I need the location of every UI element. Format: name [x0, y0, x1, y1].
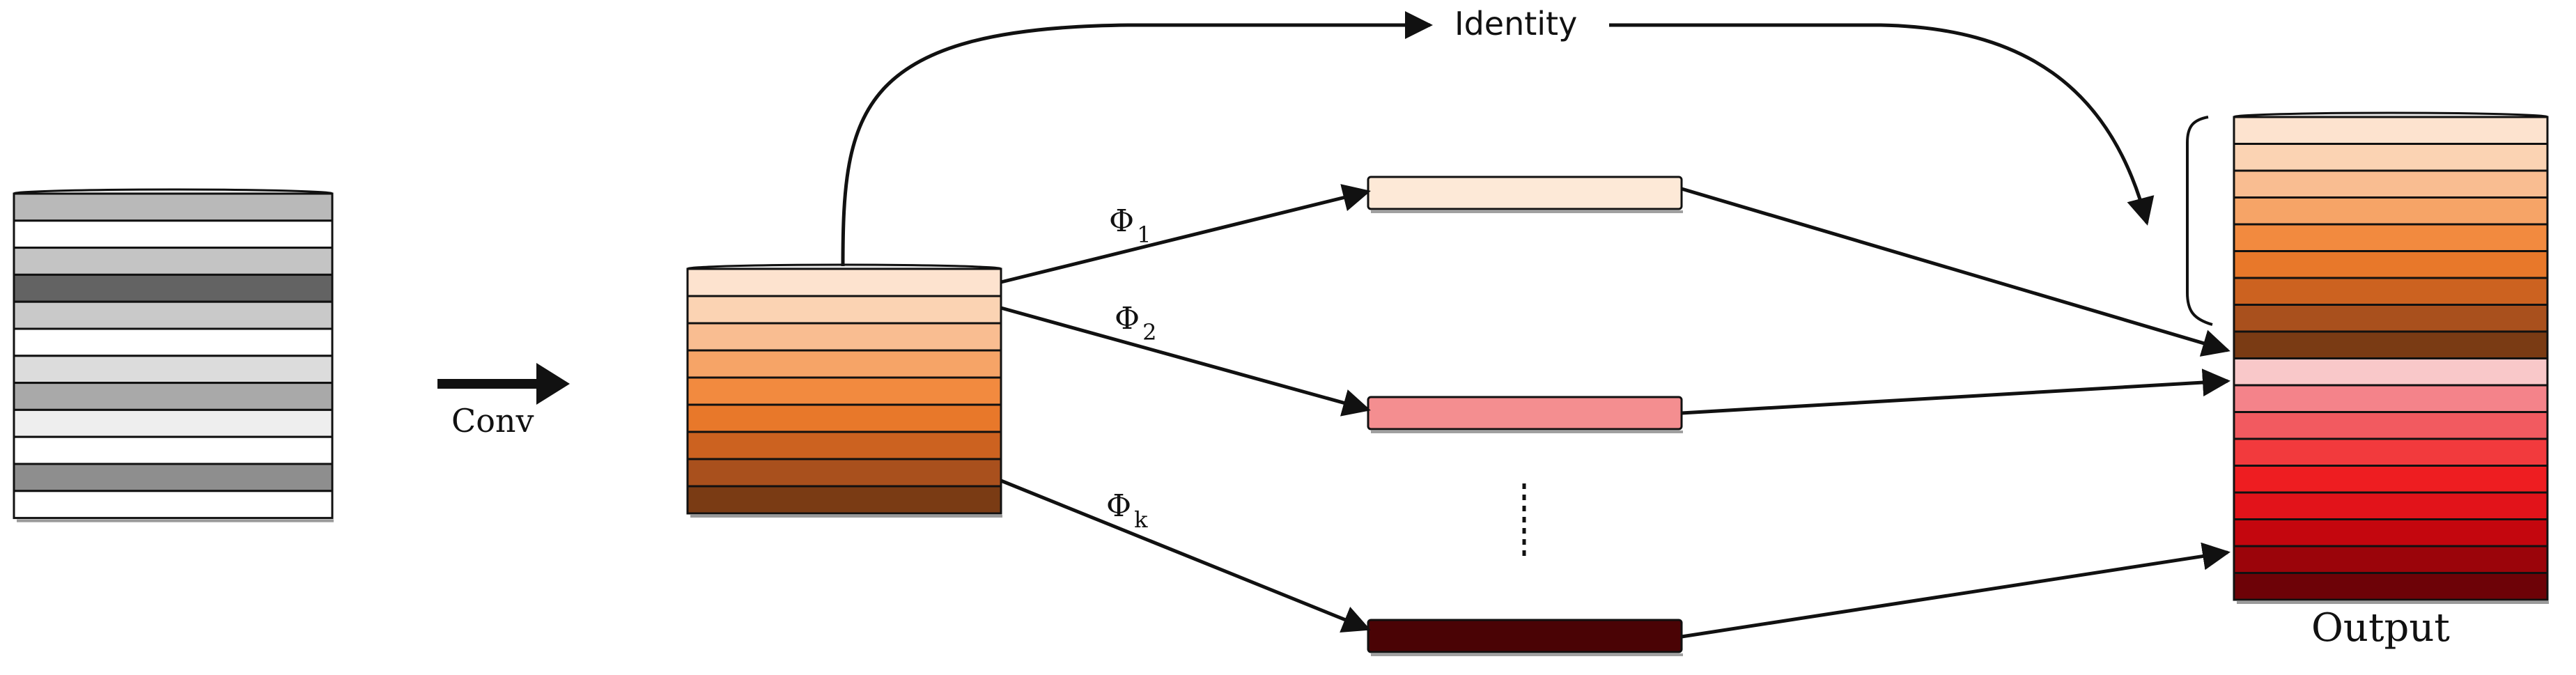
- output-layer-layer: [2233, 277, 2549, 306]
- identity-path: [841, 11, 2155, 267]
- input-layer-layer: [13, 192, 334, 222]
- output-layer-layer: [2233, 357, 2549, 387]
- intrinsic-layer-layer: [686, 376, 1002, 406]
- output-arrows: [1681, 187, 2230, 639]
- output-layer-layer: [2233, 545, 2549, 574]
- conv-arrow: [437, 363, 570, 405]
- output-layer-layer: [2233, 465, 2549, 494]
- input-layer-layer: [13, 300, 334, 330]
- phi-2-arrow: [1000, 306, 1371, 417]
- output-layer-layer: [2233, 572, 2549, 601]
- phi-1-arrow: [1000, 184, 1371, 284]
- input-layer-layer: [13, 247, 334, 276]
- output-layer-layer: [2233, 223, 2549, 252]
- phi-arrows: [1000, 184, 1371, 633]
- input-layer-layer: [13, 327, 334, 357]
- ghost-feature-maps: [1367, 176, 1683, 656]
- conv-label: Conv: [451, 402, 534, 440]
- intrinsic-layer-layer: [686, 295, 1002, 325]
- intrinsic-feature-stack: [686, 263, 1002, 518]
- output-layer-layer: [2233, 116, 2549, 145]
- phi-k-arrow: [1000, 479, 1371, 633]
- output-layer-layer: [2233, 491, 2549, 520]
- input-layer-layer: [13, 463, 334, 492]
- output-layer-layer: [2233, 411, 2549, 440]
- output-feature-stack: [2233, 111, 2549, 604]
- output-layer-layer: [2233, 384, 2549, 413]
- input-layer-layer: [13, 355, 334, 385]
- identity-label: Identity: [1454, 5, 1577, 42]
- output-layer-layer: [2233, 169, 2549, 199]
- ghost-map-2: [1367, 396, 1683, 430]
- intrinsic-layer-layer: [686, 322, 1002, 352]
- intrinsic-layer-layer: [686, 458, 1002, 488]
- ghost-k-to-output-arrow: [1681, 542, 2230, 639]
- output-layer-layer: [2233, 518, 2549, 548]
- output-layer-layer: [2233, 250, 2549, 279]
- output-layer-layer: [2233, 437, 2549, 467]
- input-layer-layer: [13, 490, 334, 520]
- output-label: Output: [2311, 605, 2450, 651]
- intrinsic-layer-layer: [686, 485, 1002, 515]
- ghost-map-k: [1367, 619, 1683, 653]
- input-layer-layer: [13, 273, 334, 303]
- input-layer-layer: [13, 408, 334, 438]
- input-layer-layer: [13, 382, 334, 411]
- output-layer-layer: [2233, 196, 2549, 226]
- intrinsic-layer-layer: [686, 267, 1002, 297]
- identity-brace: [2186, 116, 2213, 326]
- output-layer-layer: [2233, 304, 2549, 333]
- input-feature-stack: [13, 188, 334, 522]
- intrinsic-layer-layer: [686, 349, 1002, 379]
- intrinsic-layer-layer: [686, 430, 1002, 460]
- ghost-map-1: [1367, 176, 1683, 210]
- intrinsic-layer-layer: [686, 403, 1002, 433]
- ghost-1-to-output-arrow: [1681, 187, 2230, 357]
- input-layer-layer: [13, 435, 334, 465]
- input-layer-layer: [13, 219, 334, 249]
- output-layer-layer: [2233, 330, 2549, 359]
- output-layer-layer: [2233, 143, 2549, 172]
- ghost-2-to-output-arrow: [1681, 368, 2230, 415]
